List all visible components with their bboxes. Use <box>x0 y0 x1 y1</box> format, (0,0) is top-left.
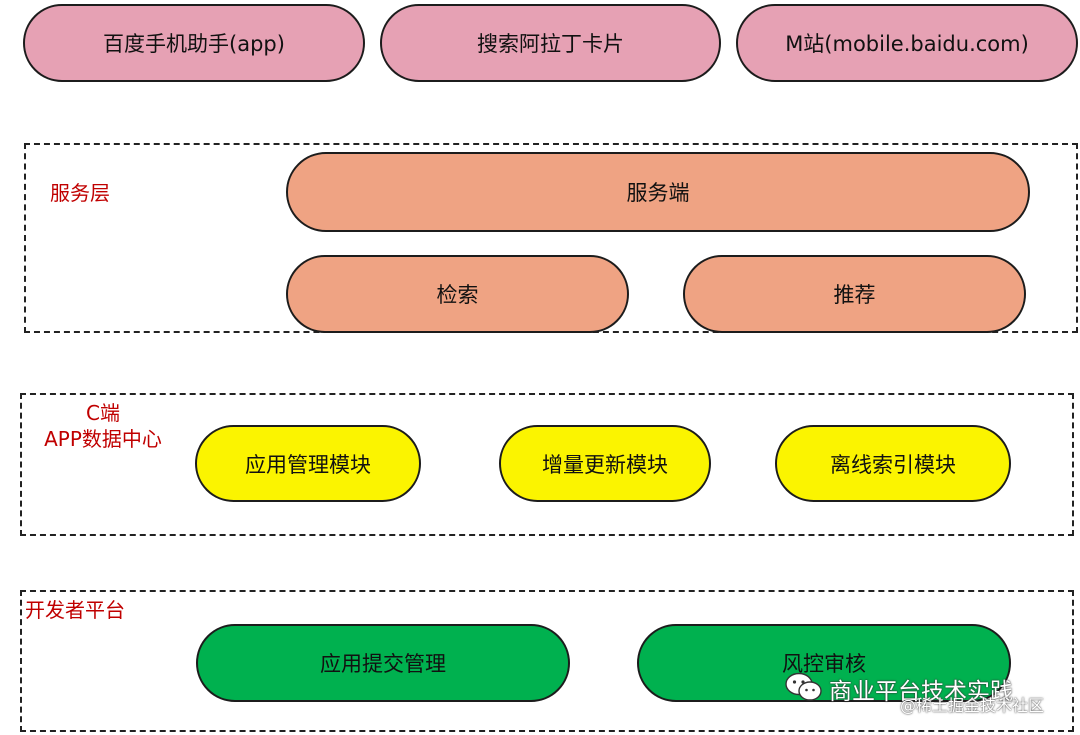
data-center-label-line1: C端 <box>86 401 120 425</box>
incremental-update-node: 增量更新模块 <box>499 425 711 502</box>
watermark-title: 商业平台技术实践 <box>829 679 1013 705</box>
app-entry-node: 百度手机助手(app) <box>23 4 365 82</box>
app-management-label: 应用管理模块 <box>245 452 371 477</box>
server-node: 服务端 <box>286 152 1030 232</box>
search-node: 检索 <box>286 255 629 333</box>
watermark: 商业平台技术实践 @稀土掘金技术社区 <box>785 666 1075 730</box>
risk-review-label: 风控审核 <box>782 652 866 676</box>
aladdin-card-label: 搜索阿拉丁卡片 <box>477 32 624 56</box>
app-management-node: 应用管理模块 <box>195 425 421 502</box>
incremental-update-label: 增量更新模块 <box>542 452 668 477</box>
wechat-icon <box>785 672 822 701</box>
aladdin-card-node: 搜索阿拉丁卡片 <box>380 4 721 82</box>
recommend-label: 推荐 <box>833 283 876 307</box>
mobile-site-node: M站(mobile.baidu.com) <box>736 4 1078 82</box>
mobile-site-label: M站(mobile.baidu.com) <box>785 32 1029 56</box>
developer-layer-box <box>20 590 1074 732</box>
developer-layer-label: 开发者平台 <box>25 598 125 622</box>
app-submission-label: 应用提交管理 <box>320 652 446 676</box>
app-entry-label: 百度手机助手(app) <box>103 32 285 56</box>
recommend-node: 推荐 <box>683 255 1026 333</box>
app-submission-node: 应用提交管理 <box>196 624 570 702</box>
service-layer-label: 服务层 <box>50 181 110 205</box>
server-label: 服务端 <box>626 181 690 205</box>
data-center-layer-label: C端 APP数据中心 <box>28 400 178 452</box>
offline-index-label: 离线索引模块 <box>830 452 956 477</box>
search-label: 检索 <box>436 283 479 307</box>
watermark-subtitle: @稀土掘金技术社区 <box>900 696 1045 715</box>
data-center-layer-box <box>20 393 1074 536</box>
offline-index-node: 离线索引模块 <box>775 425 1011 502</box>
data-center-label-line2: APP数据中心 <box>44 427 162 451</box>
risk-review-node: 风控审核 <box>637 624 1011 702</box>
